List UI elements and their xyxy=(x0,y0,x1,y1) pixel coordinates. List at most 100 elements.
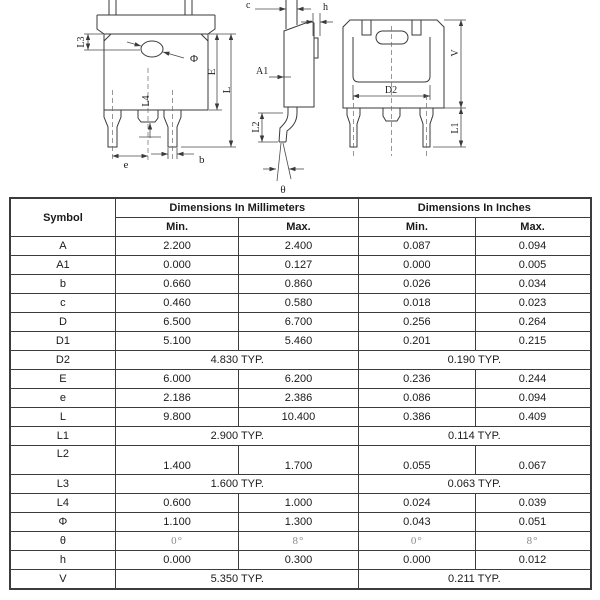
mounting-slot xyxy=(375,30,409,45)
symbol-cell: A xyxy=(8,236,117,256)
in-min-cell: 0.055 xyxy=(358,445,476,475)
symbol-cell: b xyxy=(8,274,117,294)
dim-label-a1: A1 xyxy=(256,66,268,77)
header-mm-group: Dimensions In Millimeters xyxy=(115,197,360,218)
in-min-cell: 0.086 xyxy=(358,388,476,408)
symbol-cell: L3 xyxy=(8,474,117,494)
dim-label-l2: L2 xyxy=(251,121,262,132)
mm-min-cell: 0° xyxy=(115,531,239,551)
in-max-cell: 0.023 xyxy=(474,293,592,313)
symbol-cell: D2 xyxy=(8,350,117,370)
mm-max-cell: 6.200 xyxy=(237,369,360,389)
mm-typ-cell: 1.600 TYP. xyxy=(115,474,360,494)
header-in-min: Min. xyxy=(358,217,476,237)
mm-min-cell: 0.660 xyxy=(115,274,239,294)
symbol-cell: A1 xyxy=(8,255,117,275)
table-header-minmax-row: Min. Max. Min. Max. xyxy=(10,217,592,237)
in-min-cell: 0.024 xyxy=(358,493,476,513)
header-mm-max: Max. xyxy=(237,217,360,237)
in-max-cell: 0.215 xyxy=(474,331,592,351)
in-min-cell: 0.043 xyxy=(358,512,476,532)
symbol-cell: E xyxy=(8,369,117,389)
symbol-cell: L4 xyxy=(8,493,117,513)
mm-min-cell: 1.400 xyxy=(115,445,239,475)
in-min-cell: 0.026 xyxy=(358,274,476,294)
in-min-cell: 0.256 xyxy=(358,312,476,332)
header-in-max: Max. xyxy=(474,217,592,237)
dim-label-phi: Φ xyxy=(190,53,198,65)
in-max-cell: 0.244 xyxy=(474,369,592,389)
mm-max-cell: 0.580 xyxy=(237,293,360,313)
symbol-cell: V xyxy=(8,569,117,590)
mm-max-cell: 0.127 xyxy=(237,255,360,275)
in-max-cell: 0.067 xyxy=(474,445,592,475)
symbol-cell: θ xyxy=(8,531,117,551)
in-min-cell: 0.201 xyxy=(358,331,476,351)
mm-max-cell: 1.000 xyxy=(237,493,360,513)
dim-label-d2: D2 xyxy=(385,85,397,96)
mm-max-cell: 0.860 xyxy=(237,274,360,294)
header-inch-group: Dimensions In Inches xyxy=(358,197,591,218)
front-view: Φ L3 E L L4 e b xyxy=(76,0,236,171)
symbol-cell: e xyxy=(8,388,117,408)
in-max-cell: 0.409 xyxy=(474,407,592,427)
in-max-cell: 0.094 xyxy=(474,388,592,408)
mm-min-cell: 9.800 xyxy=(115,407,239,427)
dim-label-v: V xyxy=(450,49,461,57)
dim-label-b: b xyxy=(199,154,205,166)
header-symbol: Symbol xyxy=(8,197,117,237)
dim-label-l4: L4 xyxy=(141,95,152,106)
mm-max-cell: 8° xyxy=(237,531,360,551)
in-min-cell: 0° xyxy=(358,531,476,551)
in-typ-cell: 0.190 TYP. xyxy=(358,350,591,370)
mm-typ-cell: 4.830 TYP. xyxy=(115,350,360,370)
dim-label-e-body: E xyxy=(206,68,218,75)
mm-max-cell: 5.460 xyxy=(237,331,360,351)
symbol-cell: Φ xyxy=(8,512,117,532)
mm-max-cell: 2.386 xyxy=(237,388,360,408)
mm-max-cell: 2.400 xyxy=(237,236,360,256)
symbol-cell: L1 xyxy=(8,426,117,446)
in-min-cell: 0.018 xyxy=(358,293,476,313)
mm-max-cell: 0.300 xyxy=(237,550,360,570)
dim-label-c: c xyxy=(246,0,251,11)
header-mm-min: Min. xyxy=(115,217,239,237)
in-max-cell: 0.005 xyxy=(474,255,592,275)
symbol-cell: L xyxy=(8,407,117,427)
side-view: c h A1 L2 θ xyxy=(246,0,333,196)
in-typ-cell: 0.211 TYP. xyxy=(358,569,591,590)
in-typ-cell: 0.063 TYP. xyxy=(358,474,591,494)
mm-typ-cell: 2.900 TYP. xyxy=(115,426,360,446)
mounting-hole xyxy=(140,40,164,58)
in-max-cell: 0.039 xyxy=(474,493,592,513)
mm-min-cell: 0.460 xyxy=(115,293,239,313)
package-outline-svg: Φ L3 E L L4 e b c xyxy=(76,0,466,196)
mm-min-cell: 6.000 xyxy=(115,369,239,389)
mm-max-cell: 1.700 xyxy=(237,445,360,475)
symbol-cell: h xyxy=(8,550,117,570)
mm-typ-cell: 5.350 TYP. xyxy=(115,569,360,590)
package-outline-drawing: Φ L3 E L L4 e b c xyxy=(0,0,600,197)
symbol-cell: L2 xyxy=(8,445,117,475)
mm-max-cell: 1.300 xyxy=(237,512,360,532)
in-max-cell: 0.094 xyxy=(474,236,592,256)
in-min-cell: 0.000 xyxy=(358,255,476,275)
mm-min-cell: 1.100 xyxy=(115,512,239,532)
mm-max-cell: 6.700 xyxy=(237,312,360,332)
in-min-cell: 0.386 xyxy=(358,407,476,427)
